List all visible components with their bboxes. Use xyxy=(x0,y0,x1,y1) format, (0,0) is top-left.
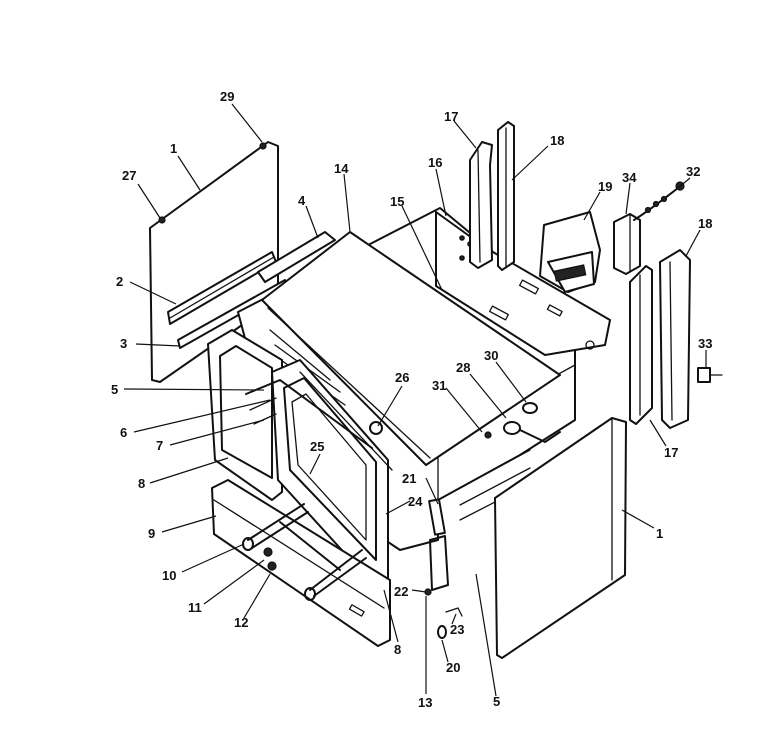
callout-33: 33 xyxy=(698,336,712,351)
callout-3: 3 xyxy=(120,336,127,351)
callout-1-left-panel: 1 xyxy=(170,141,177,156)
hinge-hardware xyxy=(437,607,463,639)
callout-30: 30 xyxy=(484,348,498,363)
door-frame xyxy=(207,329,283,501)
top-trim-strip xyxy=(257,231,336,283)
callout-17-side-rail: 17 xyxy=(664,445,678,460)
callout-18-rear-rail: 18 xyxy=(550,133,564,148)
callout-24: 24 xyxy=(408,494,423,509)
callout-22: 22 xyxy=(394,584,408,599)
callout-8-lower: 8 xyxy=(394,642,401,657)
drawer-panel xyxy=(211,479,391,647)
callout-1-right-panel: 1 xyxy=(656,526,663,541)
right-side-panel xyxy=(494,417,627,659)
callout-16: 16 xyxy=(428,155,442,170)
callout-9: 9 xyxy=(148,526,155,541)
callout-21: 21 xyxy=(402,471,416,486)
callout-26: 26 xyxy=(395,370,409,385)
relay-box xyxy=(613,213,641,275)
callout-14: 14 xyxy=(334,161,349,176)
door-handle xyxy=(242,503,367,601)
callout-25: 25 xyxy=(310,439,324,454)
leader-lines xyxy=(123,103,707,697)
broiler-pan xyxy=(369,421,383,435)
callout-17-rear-rail: 17 xyxy=(444,109,458,124)
wire-harness xyxy=(633,181,685,221)
callout-19: 19 xyxy=(598,179,612,194)
callout-12: 12 xyxy=(234,615,248,630)
rear-rails xyxy=(469,121,515,271)
control-module xyxy=(539,211,601,293)
callout-31: 31 xyxy=(432,378,446,393)
callout-8-door-frame: 8 xyxy=(138,476,145,491)
burner-components xyxy=(484,402,561,443)
callout-32: 32 xyxy=(686,164,700,179)
callout-2: 2 xyxy=(116,274,123,289)
callout-4: 4 xyxy=(298,193,306,208)
callout-11: 11 xyxy=(188,600,202,615)
callout-5-hinge-strip: 5 xyxy=(111,382,118,397)
callout-28: 28 xyxy=(456,360,470,375)
callout-13: 13 xyxy=(418,695,432,710)
oven-door xyxy=(271,359,393,593)
callout-27: 27 xyxy=(122,168,136,183)
small-bracket xyxy=(697,367,723,383)
right-side-rails xyxy=(629,249,691,429)
callout-34: 34 xyxy=(622,170,637,185)
cooktop-panel xyxy=(261,231,561,466)
callout-6: 6 xyxy=(120,425,127,440)
callout-7: 7 xyxy=(156,438,163,453)
callout-labels: 29 1 27 2 3 5 6 7 8 9 10 11 12 4 14 15 1… xyxy=(111,89,712,710)
callout-23: 23 xyxy=(450,622,464,637)
callout-15: 15 xyxy=(390,194,404,209)
door-gasket xyxy=(245,379,373,449)
door-hinge xyxy=(424,498,449,596)
callout-18-side-rail: 18 xyxy=(698,216,712,231)
callout-29: 29 xyxy=(220,89,234,104)
callout-10: 10 xyxy=(162,568,176,583)
callout-5-lower: 5 xyxy=(493,694,500,709)
callout-20: 20 xyxy=(446,660,460,675)
